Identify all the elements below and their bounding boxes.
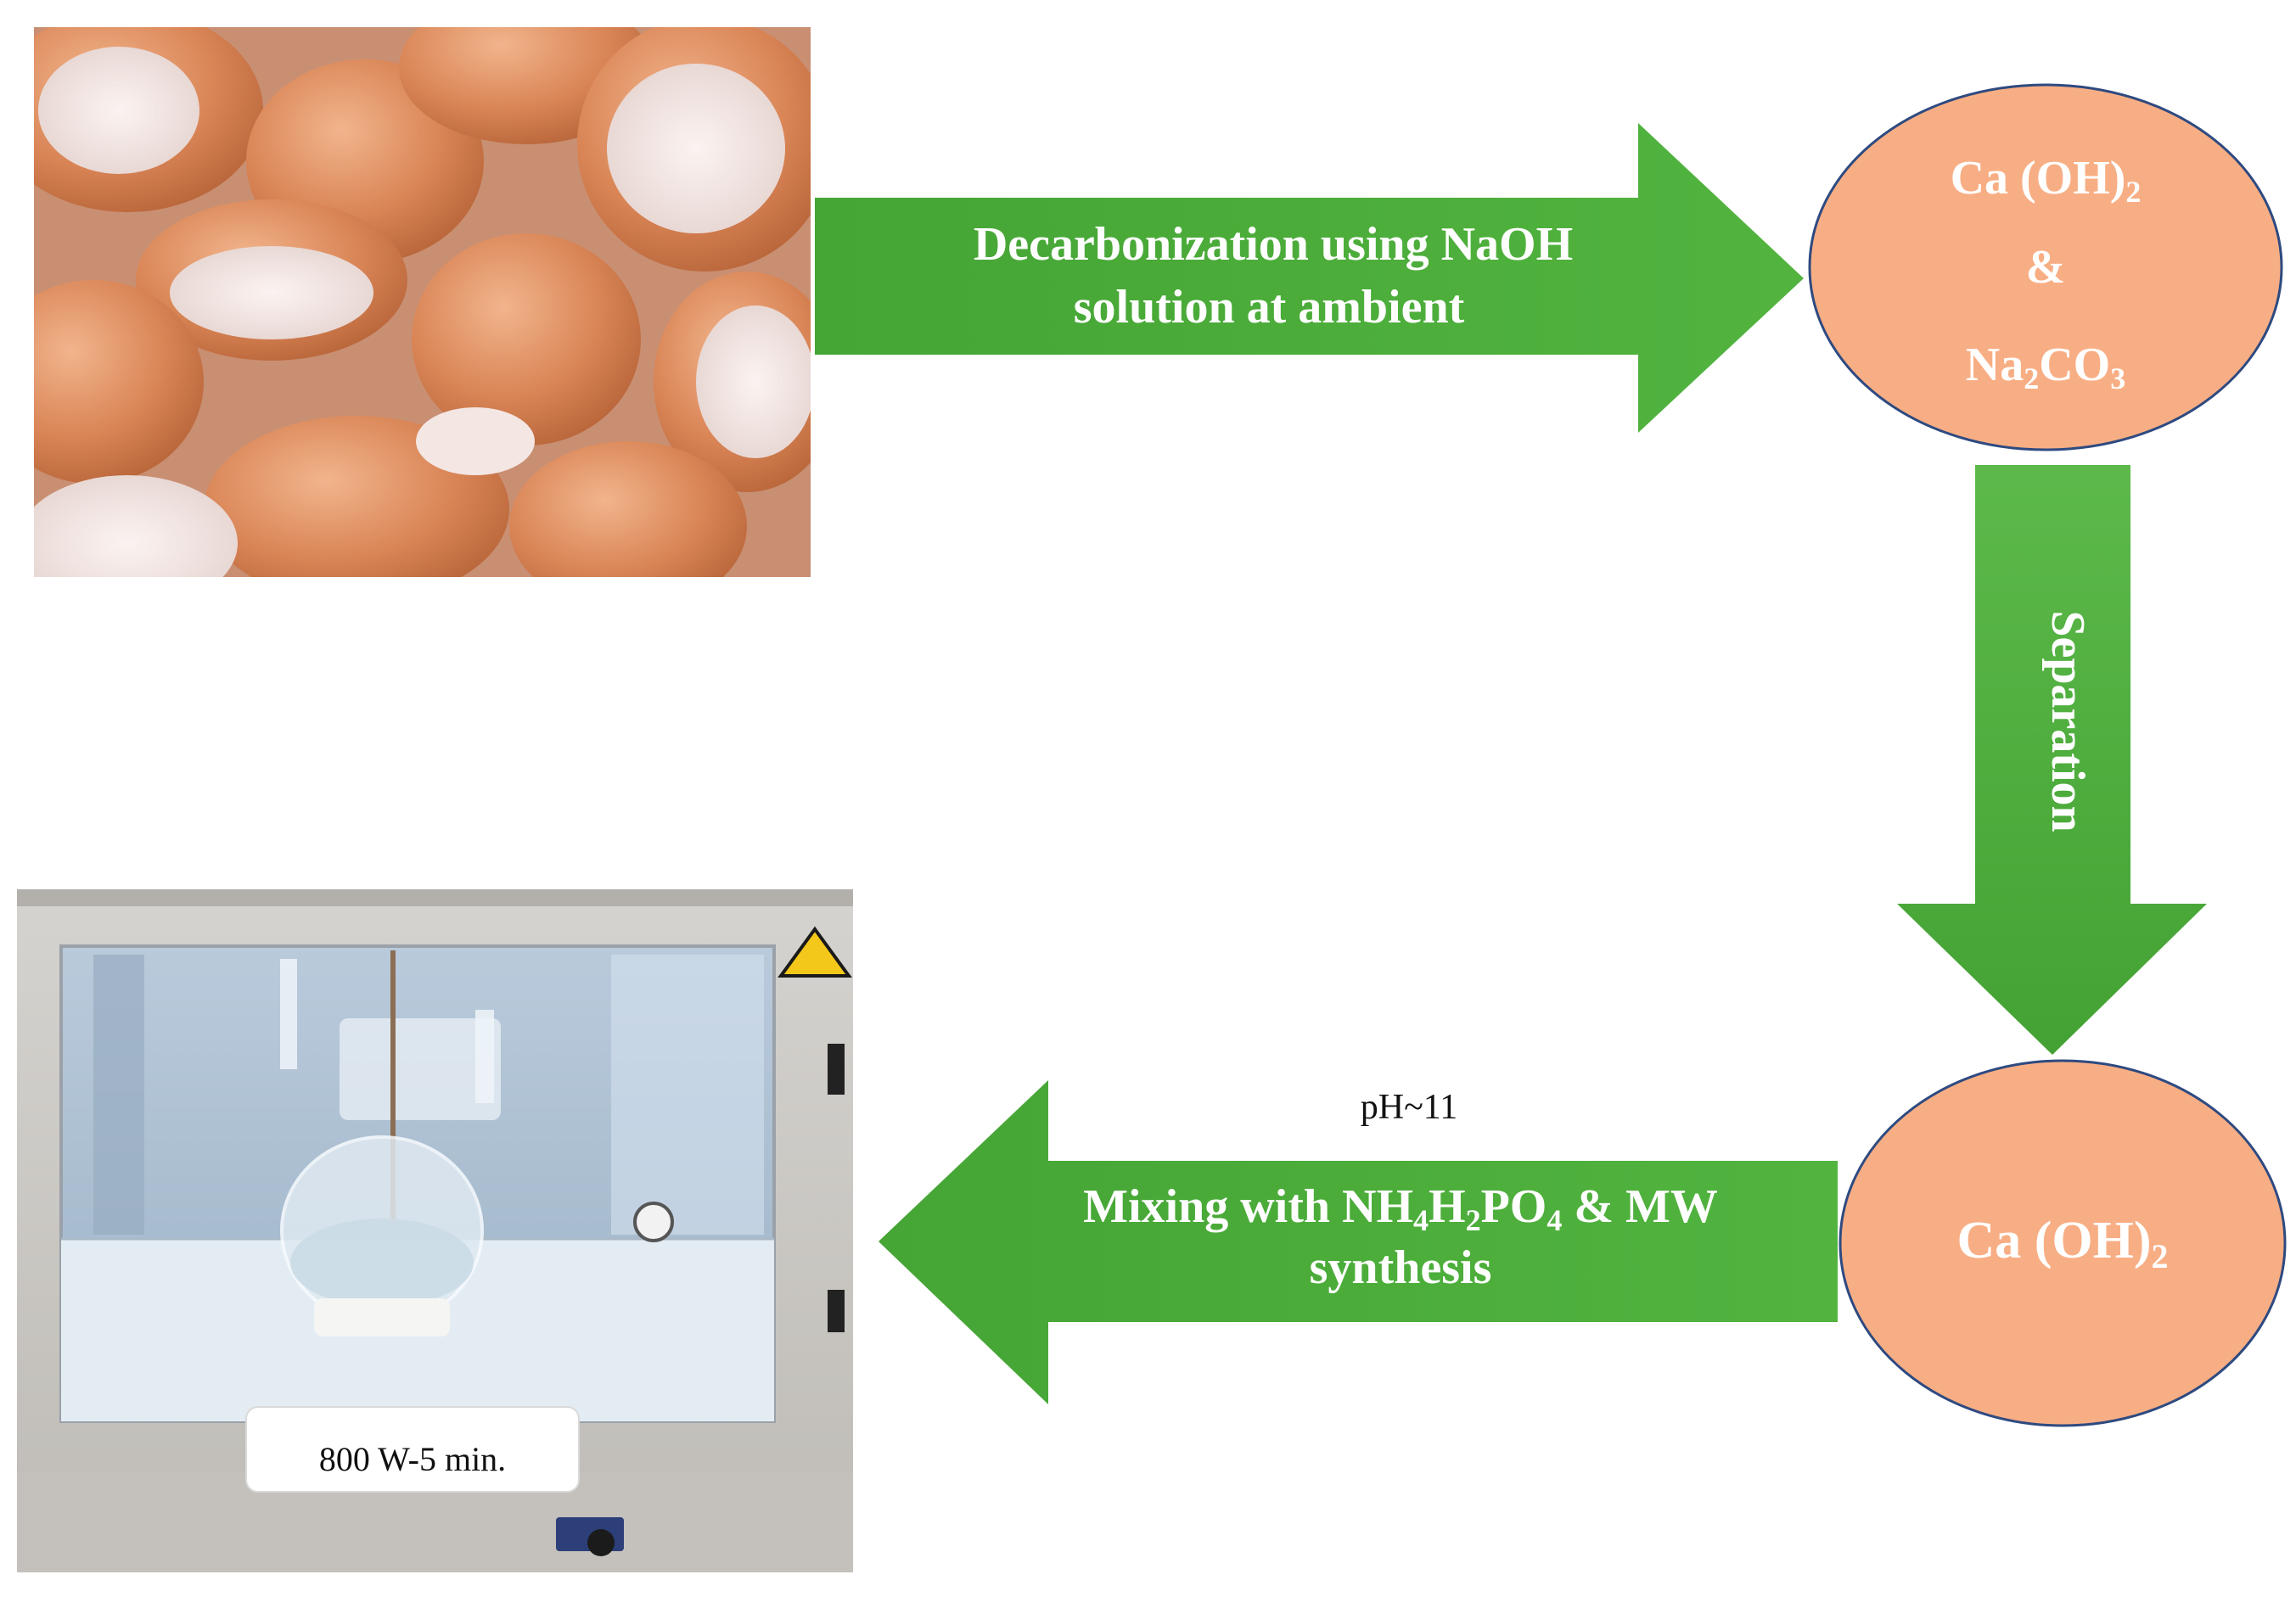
separation-label: Separation <box>2041 610 2094 832</box>
calcium-hydroxide-label: Ca (OH)2 <box>1951 152 2142 209</box>
microwave-settings-label: 800 W-5 min. <box>319 1440 506 1478</box>
mixing-label-line2: synthesis <box>1310 1241 1492 1294</box>
decarbonization-arrow <box>815 123 1804 433</box>
decarbonization-label-line2: solution at ambient <box>1074 281 1465 333</box>
sodium-carbonate-label: Na2CO3 <box>1966 339 2125 395</box>
mixing-label-line1: Mixing with NH4H2PO4 & MW <box>1083 1180 1718 1237</box>
ph-label: pH~11 <box>1361 1088 1458 1127</box>
eggshell-photo <box>0 0 840 611</box>
ampersand-label: & <box>2026 241 2066 294</box>
decarbonization-label-line1: Decarbonization using NaOH <box>974 218 1573 271</box>
calcium-hydroxide-bottom-label: Ca (OH)2 <box>1956 1212 2168 1275</box>
